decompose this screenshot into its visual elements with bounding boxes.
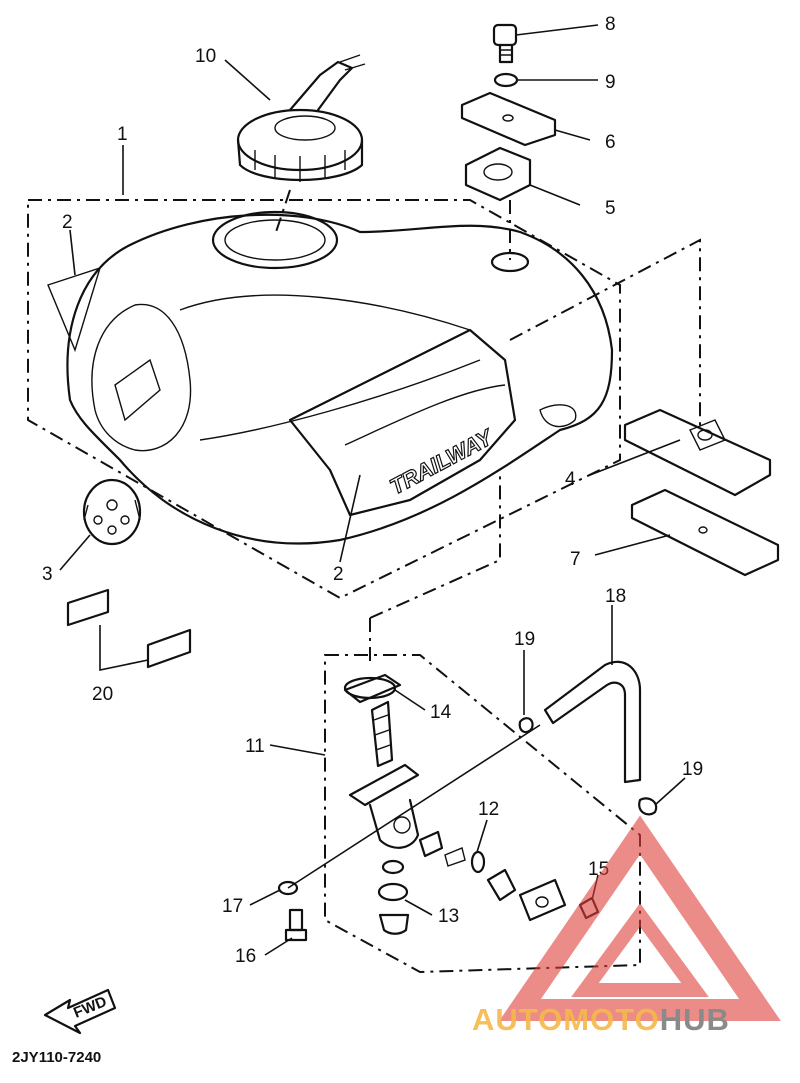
- fuel-hose: [543, 660, 642, 784]
- part-label-13: 13: [438, 906, 459, 927]
- bolt: [492, 23, 518, 64]
- petcock-assembly-outline: [324, 654, 641, 974]
- cap-to-tank-line: [274, 189, 291, 236]
- grommet: [490, 251, 530, 273]
- part-label-2-lower: 2: [333, 564, 344, 585]
- washer: [493, 72, 519, 88]
- part-label-2-upper: 2: [62, 212, 73, 233]
- tank-assembly-outline: [27, 199, 621, 600]
- petcock-link-line: [369, 470, 501, 619]
- petcock-gasket: [343, 676, 397, 700]
- part-label-6: 6: [605, 132, 616, 153]
- side-damper: [82, 478, 142, 546]
- bracket-link-line: [509, 238, 701, 430]
- svg-text:AUTOMOTOHUB: AUTOMOTOHUB: [472, 1002, 730, 1037]
- seat-bracket: [623, 408, 772, 497]
- drawing-code: 2JY110-7240: [12, 1049, 101, 1066]
- leader-lines: [59, 24, 686, 956]
- part-label-12: 12: [478, 799, 499, 820]
- rubber-pad: [630, 488, 780, 577]
- part-label-17: 17: [222, 896, 243, 917]
- part-label-19-lower: 19: [682, 759, 703, 780]
- fuel-cap: [236, 54, 366, 182]
- watermark-text-hub: HUB: [660, 1002, 730, 1037]
- part-label-8: 8: [605, 14, 616, 35]
- part-label-14: 14: [430, 702, 452, 723]
- part-label-18: 18: [605, 586, 626, 607]
- forward-arrow-label: FWD: [71, 993, 109, 1022]
- part-label-3: 3: [42, 564, 53, 585]
- watermark-text-main: AUTOMOTO: [472, 1002, 660, 1037]
- tank-decal-text: TRAILWAY: [386, 424, 499, 500]
- rubber-damper: [464, 146, 532, 202]
- part-label-4: 4: [565, 469, 576, 490]
- petcock-screw: [284, 908, 308, 942]
- part-label-19-upper: 19: [514, 629, 535, 650]
- part-label-5: 5: [605, 198, 616, 219]
- part-label-16: 16: [235, 946, 256, 967]
- part-label-7: 7: [570, 549, 581, 570]
- emblem-upper: [66, 588, 110, 627]
- part-label-9: 9: [605, 72, 616, 93]
- part-label-20: 20: [92, 684, 113, 705]
- part-label-1: 1: [117, 124, 128, 145]
- forward-arrow-icon: FWD: [43, 988, 117, 1035]
- emblem-lower: [146, 628, 192, 669]
- watermark: AUTOMOTOHUB: [472, 815, 781, 1037]
- fuel-petcock: [343, 673, 420, 849]
- watermark-triangle-icon: [499, 815, 781, 1021]
- part-label-10: 10: [195, 46, 216, 67]
- part-label-11: 11: [245, 736, 265, 757]
- mounting-plate: [460, 91, 557, 147]
- sediment-bowl: [377, 859, 410, 935]
- screw-washer: [277, 880, 299, 896]
- hose-clip-lower: [638, 797, 658, 816]
- hose-clip-upper: [518, 717, 534, 734]
